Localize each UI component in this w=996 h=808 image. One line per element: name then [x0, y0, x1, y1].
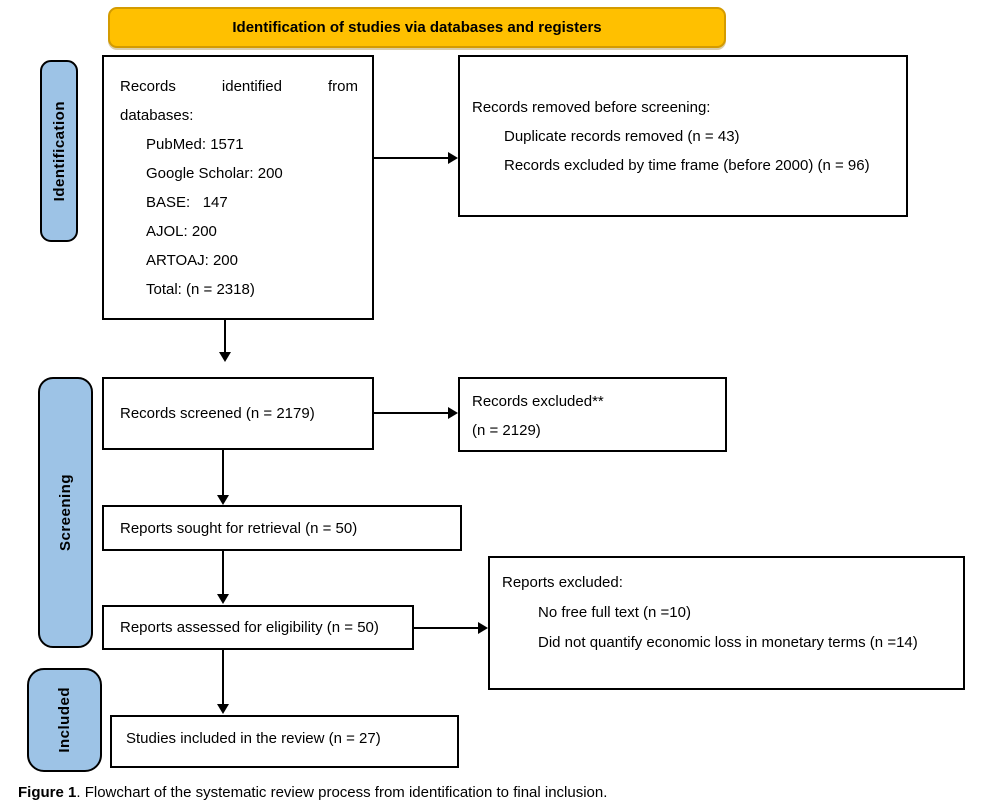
- figure-caption: Figure 1. Flowchart of the systematic re…: [18, 784, 607, 801]
- records-removed-title: Records removed before screening:: [472, 99, 711, 116]
- box-records-removed: Records removed before screening: Duplic…: [458, 55, 908, 217]
- db-total: Total: (n = 2318): [146, 281, 255, 298]
- banner-label: Identification of studies via databases …: [232, 19, 602, 36]
- stage-label-included: Included: [27, 668, 102, 772]
- reports-excluded-no-monetary: Did not quantify economic loss in moneta…: [538, 634, 918, 651]
- box-records-identified: Records identified from databases: PubMe…: [102, 55, 374, 320]
- reports-assessed-label: Reports assessed for eligibility (n = 50…: [120, 619, 379, 636]
- box-studies-included: Studies included in the review (n = 27): [110, 715, 459, 768]
- stage-screening-text: Screening: [57, 473, 74, 552]
- word-from: from: [328, 78, 358, 95]
- stage-label-screening: Screening: [38, 377, 93, 648]
- banner-identification-via-databases: Identification of studies via databases …: [108, 7, 726, 48]
- arrow-screened-to-excluded: [374, 407, 458, 419]
- db-artoaj: ARTOAJ: 200: [146, 252, 238, 269]
- reports-excluded-title: Reports excluded:: [502, 574, 623, 591]
- arrow-identified-to-screened: [219, 320, 231, 362]
- records-identified-line1: Records identified from: [120, 72, 358, 101]
- word-records: Records: [120, 78, 176, 95]
- records-excluded-line2: (n = 2129): [472, 422, 541, 439]
- figure-caption-text: . Flowchart of the systematic review pro…: [76, 784, 608, 801]
- reports-excluded-no-full-text: No free full text (n =10): [538, 604, 691, 621]
- arrow-identified-to-removed: [374, 152, 458, 164]
- stage-included-text: Included: [56, 687, 73, 753]
- records-removed-timeframe: Records excluded by time frame (before 2…: [504, 157, 870, 174]
- box-reports-excluded: Reports excluded: No free full text (n =…: [488, 556, 965, 690]
- db-base: BASE: 147: [146, 194, 228, 211]
- stage-label-identification: Identification: [40, 60, 78, 242]
- studies-included-label: Studies included in the review (n = 27): [126, 730, 381, 747]
- box-reports-assessed: Reports assessed for eligibility (n = 50…: [102, 605, 414, 650]
- db-google-scholar: Google Scholar: 200: [146, 165, 283, 182]
- reports-sought-label: Reports sought for retrieval (n = 50): [120, 519, 358, 537]
- arrow-assessed-to-excluded: [414, 622, 488, 634]
- word-identified: identified: [221, 78, 282, 95]
- box-records-screened: Records screened (n = 2179): [102, 377, 374, 450]
- db-ajol: AJOL: 200: [146, 223, 217, 240]
- arrow-sought-to-assessed: [217, 551, 229, 604]
- box-records-excluded: Records excluded** (n = 2129): [458, 377, 727, 452]
- stage-identification-text: Identification: [50, 100, 68, 202]
- records-identified-line2: databases:: [120, 107, 194, 124]
- box-reports-sought: Reports sought for retrieval (n = 50): [102, 505, 462, 551]
- records-screened-label: Records screened (n = 2179): [120, 405, 315, 422]
- records-removed-duplicates: Duplicate records removed (n = 43): [504, 128, 740, 145]
- figure-caption-number: Figure 1: [18, 784, 77, 801]
- records-excluded-line1: Records excluded**: [472, 393, 604, 410]
- arrow-screened-to-sought: [217, 450, 229, 505]
- db-pubmed: PubMed: 1571: [146, 136, 244, 153]
- arrow-assessed-to-included: [217, 650, 229, 714]
